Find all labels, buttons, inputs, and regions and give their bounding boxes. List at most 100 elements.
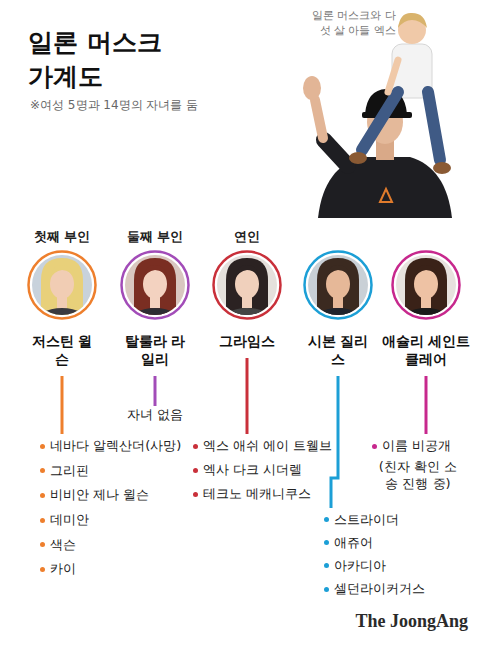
drawing-part [127, 308, 183, 320]
drawing-part [49, 265, 75, 280]
bullet-dot [193, 468, 198, 473]
bullet-dot [40, 542, 45, 547]
bullet-dot [193, 492, 198, 497]
child-row: 비비안 제나 윌슨 [40, 483, 181, 508]
photo-caption-wrap: 일론 머스크와 다섯 살 아들 엑스 [305, 8, 396, 38]
portrait-photo [303, 250, 373, 320]
child-row: 테크노 메캐니쿠스 [193, 482, 332, 506]
child-row: 네바다 알렉산더(사망) [40, 434, 181, 459]
bullet-dot [40, 567, 45, 572]
child-row: 엑스 애쉬 에이 트웰브 [193, 434, 332, 458]
person-node: 연인그라임스 [202, 228, 292, 358]
portrait-photo [120, 250, 190, 320]
family-line [61, 376, 64, 434]
children-list: 자녀 없음 [127, 406, 183, 424]
child-name: 엑사 다크 시더렐 [203, 461, 302, 479]
child-name: 비비안 제나 윌슨 [50, 486, 149, 504]
drawing-part [234, 265, 260, 280]
drawing-part [142, 265, 168, 280]
child-name: 데미안 [50, 511, 89, 529]
child-hair [398, 13, 427, 28]
bullet-dot [193, 444, 198, 449]
person-name: 시본 질리스 [306, 332, 370, 368]
children-list: 이름 비공개 (친자 확인 소송 진행 중) [372, 434, 460, 492]
child-row: 아카디아 [324, 554, 425, 577]
person-name: 애슐리 세인트 클레어 [378, 332, 474, 368]
family-line [246, 358, 249, 434]
relation-label: 둘째 부인 [127, 228, 184, 246]
man-figure [303, 76, 452, 218]
child-row: 스트라이더 [324, 508, 425, 531]
bullet-dot [40, 468, 45, 473]
man-forearm [315, 100, 323, 138]
person-node: 둘째 부인탈룰라 라일리 [119, 228, 191, 376]
child-row: 애쥬어 [324, 531, 425, 554]
person-node: 첫째 부인저스틴 윌슨 [26, 228, 98, 376]
child-name: 카이 [50, 560, 76, 578]
drawing-part [120, 250, 190, 320]
bullet-dot [40, 493, 45, 498]
relation-label: 첫째 부인 [34, 228, 91, 246]
child-limbs [349, 60, 451, 174]
child-row: 데미안 [40, 508, 181, 533]
drawing-part [27, 250, 97, 320]
drawing-part [303, 250, 373, 320]
watermark-wrap: The JoongAng [355, 610, 468, 632]
drawing-part [310, 308, 366, 320]
child-name: 그리핀 [50, 462, 89, 480]
portrait-photo [27, 250, 97, 320]
child-name: 색슨 [50, 536, 76, 554]
watermark: The JoongAng [355, 610, 468, 632]
children-list: 스트라이더애쥬어아카디아셀던라이커거스 [324, 508, 425, 601]
bullet-dot [324, 563, 329, 568]
bullet-dot [324, 517, 329, 522]
person-name: 탈룰라 라일리 [123, 332, 187, 368]
child-row: 셀던라이커거스 [324, 578, 425, 601]
child-note: (친자 확인 소송 진행 중) [376, 458, 460, 492]
relation-label: 연인 [234, 228, 260, 246]
chart-title: 일론 머스크 가계도 [28, 26, 188, 94]
bullet-dot [324, 587, 329, 592]
child-name: 엑스 애쉬 에이 트웰브 [203, 437, 332, 455]
child-row: 엑사 다크 시더렐 [193, 458, 332, 482]
title-wrap: 일론 머스크 가계도 [28, 26, 188, 94]
child-name: 테크노 메캐니쿠스 [203, 485, 311, 503]
person-name: 그라임스 [202, 332, 292, 350]
family-line [425, 376, 428, 434]
child-name: 네바다 알렉산더(사망) [50, 437, 181, 455]
man-sleeve [324, 140, 348, 166]
drawing-part [325, 265, 351, 280]
child-row: 그리핀 [40, 459, 181, 484]
person-node: 시본 질리스 [302, 228, 374, 376]
person-name: 저스틴 윌슨 [30, 332, 94, 368]
person-node: 애슐리 세인트 클레어 [378, 228, 474, 376]
child-shoe [433, 162, 451, 174]
bullet-dot [324, 540, 329, 545]
photo-caption: 일론 머스크와 다섯 살 아들 엑스 [305, 8, 396, 38]
child-row: 카이 [40, 557, 181, 582]
bullet-dot [40, 518, 45, 523]
child-leg [428, 92, 440, 160]
portrait-photo [212, 250, 282, 320]
portrait-photo [391, 250, 461, 320]
drawing-part [34, 308, 90, 320]
shirt-logo [380, 189, 392, 202]
child-row: 색슨 [40, 532, 181, 557]
child-row: 이름 비공개 [372, 434, 460, 458]
child-shoe [349, 152, 367, 164]
no-children-text: 자녀 없음 [127, 406, 183, 424]
child-name: 이름 비공개 [382, 437, 451, 455]
child-leg [362, 92, 398, 150]
bullet-dot [40, 444, 45, 449]
drawing-part [219, 308, 275, 320]
drawing-part [212, 250, 282, 320]
child-name: 애쥬어 [334, 534, 373, 552]
subtitle-note-wrap: ※여성 5명과 14명의 자녀를 둠 [30, 97, 198, 113]
drawing-part [398, 308, 454, 320]
drawing-part [391, 250, 461, 320]
bullet-dot [372, 444, 377, 449]
